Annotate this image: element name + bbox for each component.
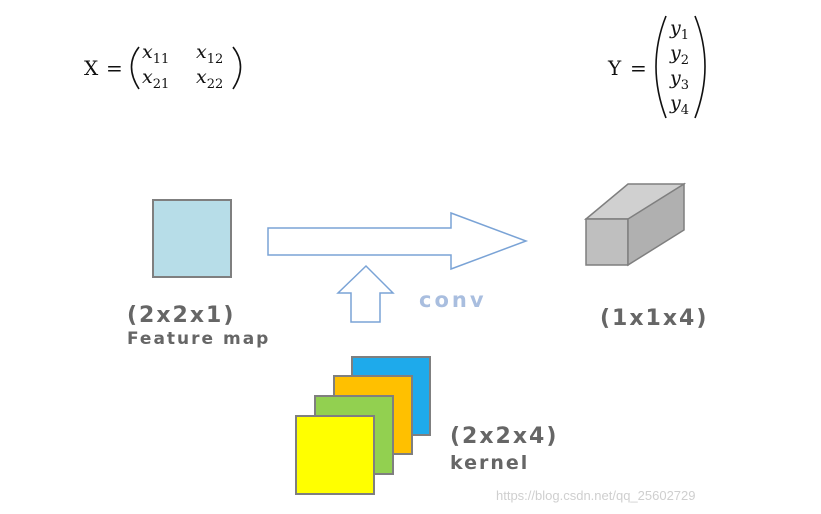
kernel-dims: (2x2x4) — [450, 424, 558, 449]
matrix-x-entry-11: x11 — [142, 41, 169, 67]
feature-map-dims: (2x2x1) — [127, 303, 235, 328]
output-box-front — [585, 218, 629, 266]
matrix-x-entry-12: x12 — [196, 41, 223, 67]
output-box — [583, 182, 687, 267]
conv-arrow-right — [267, 211, 529, 271]
output-dims: (1x1x4) — [600, 306, 708, 331]
matrix-y-entry-1: y1 — [669, 17, 689, 43]
kernel-layer-1 — [295, 415, 375, 495]
kernel-stack — [295, 356, 431, 495]
up-arrow — [336, 264, 395, 323]
conv-label: conv — [419, 288, 487, 312]
matrix-x-left-paren — [130, 46, 140, 90]
matrix-y-entry-4: y4 — [669, 92, 689, 118]
matrix-y-entry-2: y2 — [669, 42, 689, 68]
feature-map-square — [152, 199, 232, 278]
matrix-y: Y = y1 y2 y3 y4 — [607, 15, 706, 119]
watermark: https://blog.csdn.net/qq_25602729 — [496, 488, 696, 503]
matrix-y-entry-3: y3 — [669, 67, 689, 93]
matrix-x-entry-22: x22 — [196, 66, 223, 92]
matrix-x-name: X — [84, 56, 99, 80]
feature-map-caption: Feature map — [127, 329, 270, 349]
output-box-side — [627, 182, 685, 267]
matrix-x-entry-21: x21 — [142, 66, 169, 92]
matrix-x: X = x11 x12 x21 x22 — [84, 41, 242, 92]
kernel-caption: kernel — [450, 452, 529, 474]
matrix-y-right-paren — [694, 15, 706, 119]
matrix-y-equals: = — [630, 56, 647, 80]
matrix-x-equals: = — [106, 56, 123, 80]
matrix-x-right-paren — [232, 46, 242, 90]
matrix-y-left-paren — [655, 15, 667, 119]
matrix-y-name: Y — [607, 56, 622, 80]
